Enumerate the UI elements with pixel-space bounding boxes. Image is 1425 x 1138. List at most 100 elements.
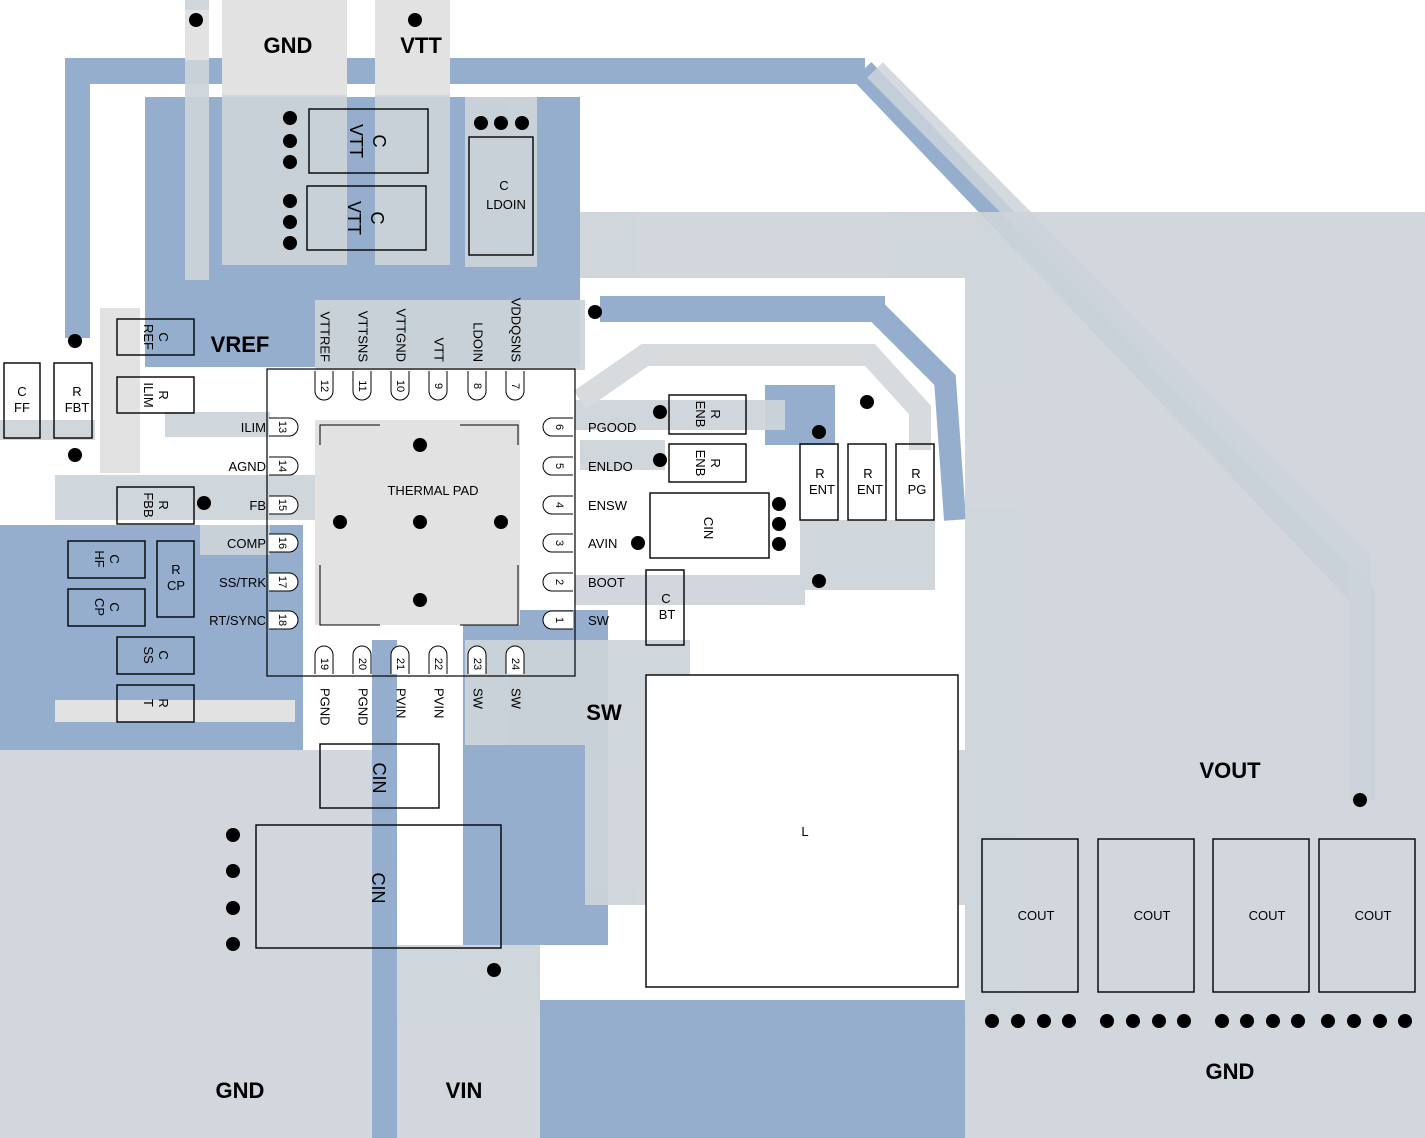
via: [494, 116, 508, 130]
r-fbb-outline: [116, 486, 195, 525]
pin-pad: [390, 645, 410, 674]
pin-name: ENLDO: [588, 459, 633, 474]
via: [653, 405, 667, 419]
cout-1-outline: [981, 838, 1079, 993]
pin-name: PVIN: [432, 688, 447, 718]
via: [588, 305, 602, 319]
via: [1291, 1014, 1305, 1028]
c-ff-outline: [3, 362, 41, 439]
pin-name: SW: [471, 688, 486, 710]
c-ldoin-letter: C: [499, 178, 508, 193]
c-cp-name: CP: [92, 598, 107, 616]
pin-name: AVIN: [588, 536, 617, 551]
pin-number: 22: [432, 658, 444, 670]
c-ldoin-outline: [468, 136, 534, 256]
pin-number: 24: [509, 658, 521, 670]
pin-name: RT/SYNC: [209, 613, 266, 628]
via: [653, 453, 667, 467]
c-cp-label: C CP: [92, 598, 122, 616]
inductor-name: L: [801, 824, 808, 839]
via: [772, 517, 786, 531]
pin-pad: [542, 533, 573, 553]
r-ent-2-outline: [847, 443, 887, 521]
pin-name: PVIN: [394, 688, 409, 718]
via: [487, 963, 501, 977]
pin-name: LDOIN: [471, 322, 486, 362]
c-vtt-2-label: C VTT: [344, 201, 387, 235]
pin-number: 7: [509, 383, 521, 389]
pin-name: PGND: [318, 688, 333, 726]
via: [1398, 1014, 1412, 1028]
cin-small-name: CIN: [701, 517, 716, 539]
vias: [68, 13, 1412, 1028]
r-fbb-name: FBB: [141, 492, 156, 517]
r-ilim-label: R ILIM: [141, 382, 171, 407]
pin-number: 1: [553, 617, 565, 623]
c-vtt-2-outline: [306, 185, 427, 251]
pin-pad: [314, 645, 334, 674]
pin-name: VDDQSNS: [509, 298, 524, 363]
cout-1-name: COUT: [1018, 908, 1055, 923]
c-vtt-2-name: VTT: [344, 201, 364, 235]
net-label-gnd-bottom-right: GND: [1206, 1059, 1255, 1084]
pin-number: 21: [394, 658, 406, 670]
pin-pad: [269, 495, 299, 515]
c-cp-outline: [67, 588, 146, 627]
via: [1011, 1014, 1025, 1028]
c-ref-letter: C: [156, 332, 171, 341]
via: [226, 901, 240, 915]
pin-pad: [542, 417, 573, 437]
via: [68, 334, 82, 348]
thermal-pad-corners: [319, 424, 519, 626]
c-bt-letter: C: [661, 591, 670, 606]
cin-mid-outline: [319, 743, 440, 809]
pin-pad: [542, 456, 573, 476]
c-ss-name: SS: [141, 646, 156, 664]
cin-big-name: CIN: [368, 873, 388, 904]
via: [189, 13, 203, 27]
c-hf-letter: C: [107, 554, 122, 563]
pin-pad: [467, 645, 487, 674]
pin-name: SW: [588, 613, 610, 628]
via: [1321, 1014, 1335, 1028]
thermal-pad-label: THERMAL PAD: [387, 483, 478, 498]
c-vtt-1-label: C VTT: [346, 124, 389, 158]
r-ent-2-name: ENT: [857, 482, 883, 497]
net-label-sw: SW: [586, 700, 622, 725]
via: [413, 593, 427, 607]
pin-name: COMP: [227, 536, 266, 551]
r-ilim-letter: R: [156, 390, 171, 399]
r-enb-2-outline: [668, 443, 747, 483]
via: [226, 864, 240, 878]
via: [283, 155, 297, 169]
via: [1347, 1014, 1361, 1028]
c-ref-name: REF: [141, 324, 156, 350]
cout-2-name: COUT: [1134, 908, 1171, 923]
pin-pad: [428, 371, 448, 401]
pin-number: 15: [276, 499, 288, 511]
pin-pad: [542, 572, 573, 592]
pin-pad: [269, 417, 299, 437]
via: [772, 497, 786, 511]
cout-4-name: COUT: [1355, 908, 1392, 923]
pin-pad: [390, 371, 410, 401]
via: [413, 438, 427, 452]
pin-number: 5: [553, 463, 565, 469]
c-ref-label: C REF: [141, 324, 171, 350]
pin-number: 13: [276, 421, 288, 433]
pin-name: PGND: [356, 688, 371, 726]
c-vtt-1-letter: C: [369, 135, 389, 148]
r-ilim-name: ILIM: [141, 382, 156, 407]
via: [283, 215, 297, 229]
cin-big-label: CIN: [368, 873, 388, 904]
pin-pad: [542, 495, 573, 515]
ic-pins-top: 12VTTREF11VTTSNS10VTTGND9VTT8LDOIN7VDDQS…: [314, 298, 525, 401]
pin-name: VTTGND: [394, 309, 409, 362]
pin-name: SW: [509, 688, 524, 710]
via: [1215, 1014, 1229, 1028]
r-cp-letter: R: [171, 562, 180, 577]
pin-pad: [269, 610, 299, 630]
